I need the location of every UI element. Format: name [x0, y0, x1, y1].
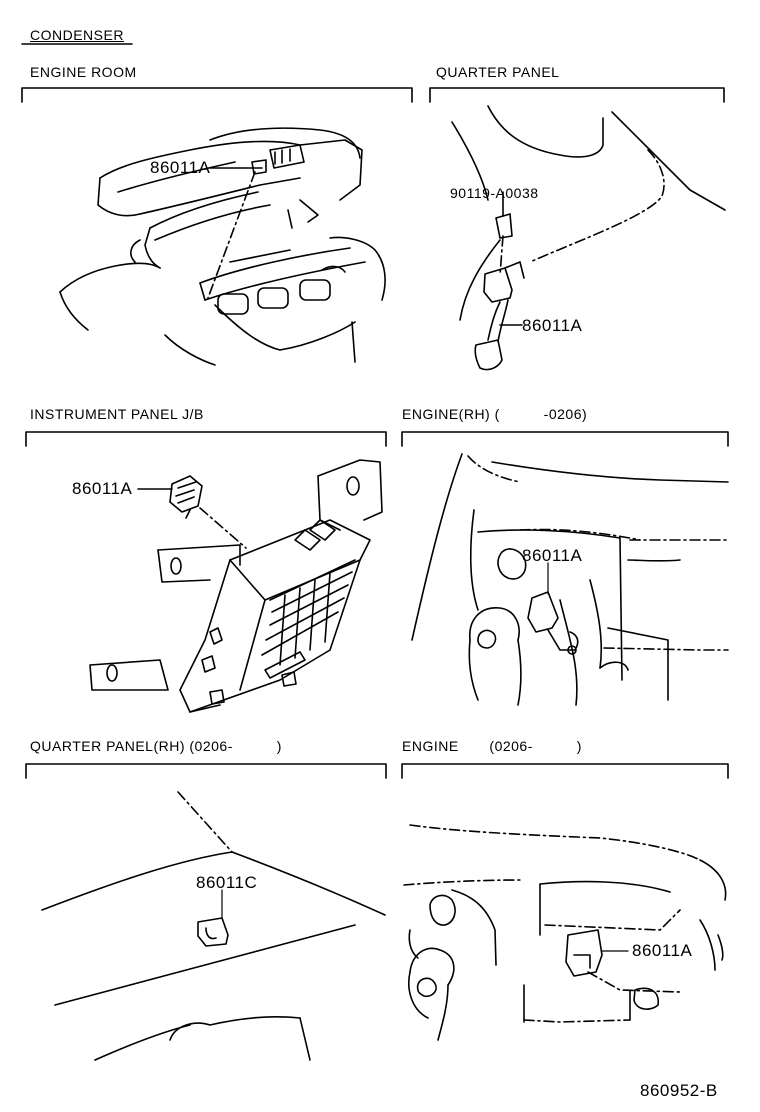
part-number-engine: 86011A: [632, 941, 693, 960]
engine-rh-drawing: [411, 453, 729, 706]
panel-label-engine-room: ENGINE ROOM: [30, 64, 137, 80]
figure-code: 860952-B: [640, 1081, 718, 1100]
engine-drawing: [403, 824, 727, 1041]
part-number-engine-rh: 86011A: [522, 546, 583, 565]
part-number-quarter-panel-bolt: 90119-A0038: [450, 185, 539, 201]
part-number-instrument-panel-jb: 86011A: [72, 479, 133, 498]
instrument-panel-jb-drawing: [89, 459, 383, 713]
quarter-panel-drawing: [451, 105, 726, 371]
part-number-quarter-panel-rh: 86011C: [196, 873, 258, 892]
part-number-quarter-panel: 86011A: [522, 316, 583, 335]
panel-frame-instrument-panel: [25, 431, 387, 447]
panel-label-engine-rh: ENGINE(RH) ( -0206): [402, 406, 588, 422]
panel-label-quarter-panel: QUARTER PANEL: [436, 64, 560, 80]
panel-label-instrument-panel-jb: INSTRUMENT PANEL J/B: [30, 406, 204, 422]
diagram-title: CONDENSER: [30, 27, 124, 43]
panel-frame-engine-rh: [401, 431, 729, 447]
panel-label-quarter-panel-rh: QUARTER PANEL(RH) (0206- ): [30, 738, 282, 754]
panel-frame-engine-room: [21, 87, 413, 103]
panel-frame-engine: [401, 763, 729, 779]
panel-frame-quarter-panel: [429, 87, 725, 103]
part-number-engine-room: 86011A: [150, 158, 211, 177]
panel-label-engine: ENGINE (0206- ): [402, 738, 582, 754]
panel-frame-quarter-panel-rh: [25, 763, 387, 779]
quarter-panel-rh-drawing: [41, 791, 386, 1061]
engine-room-drawing: [59, 127, 386, 366]
